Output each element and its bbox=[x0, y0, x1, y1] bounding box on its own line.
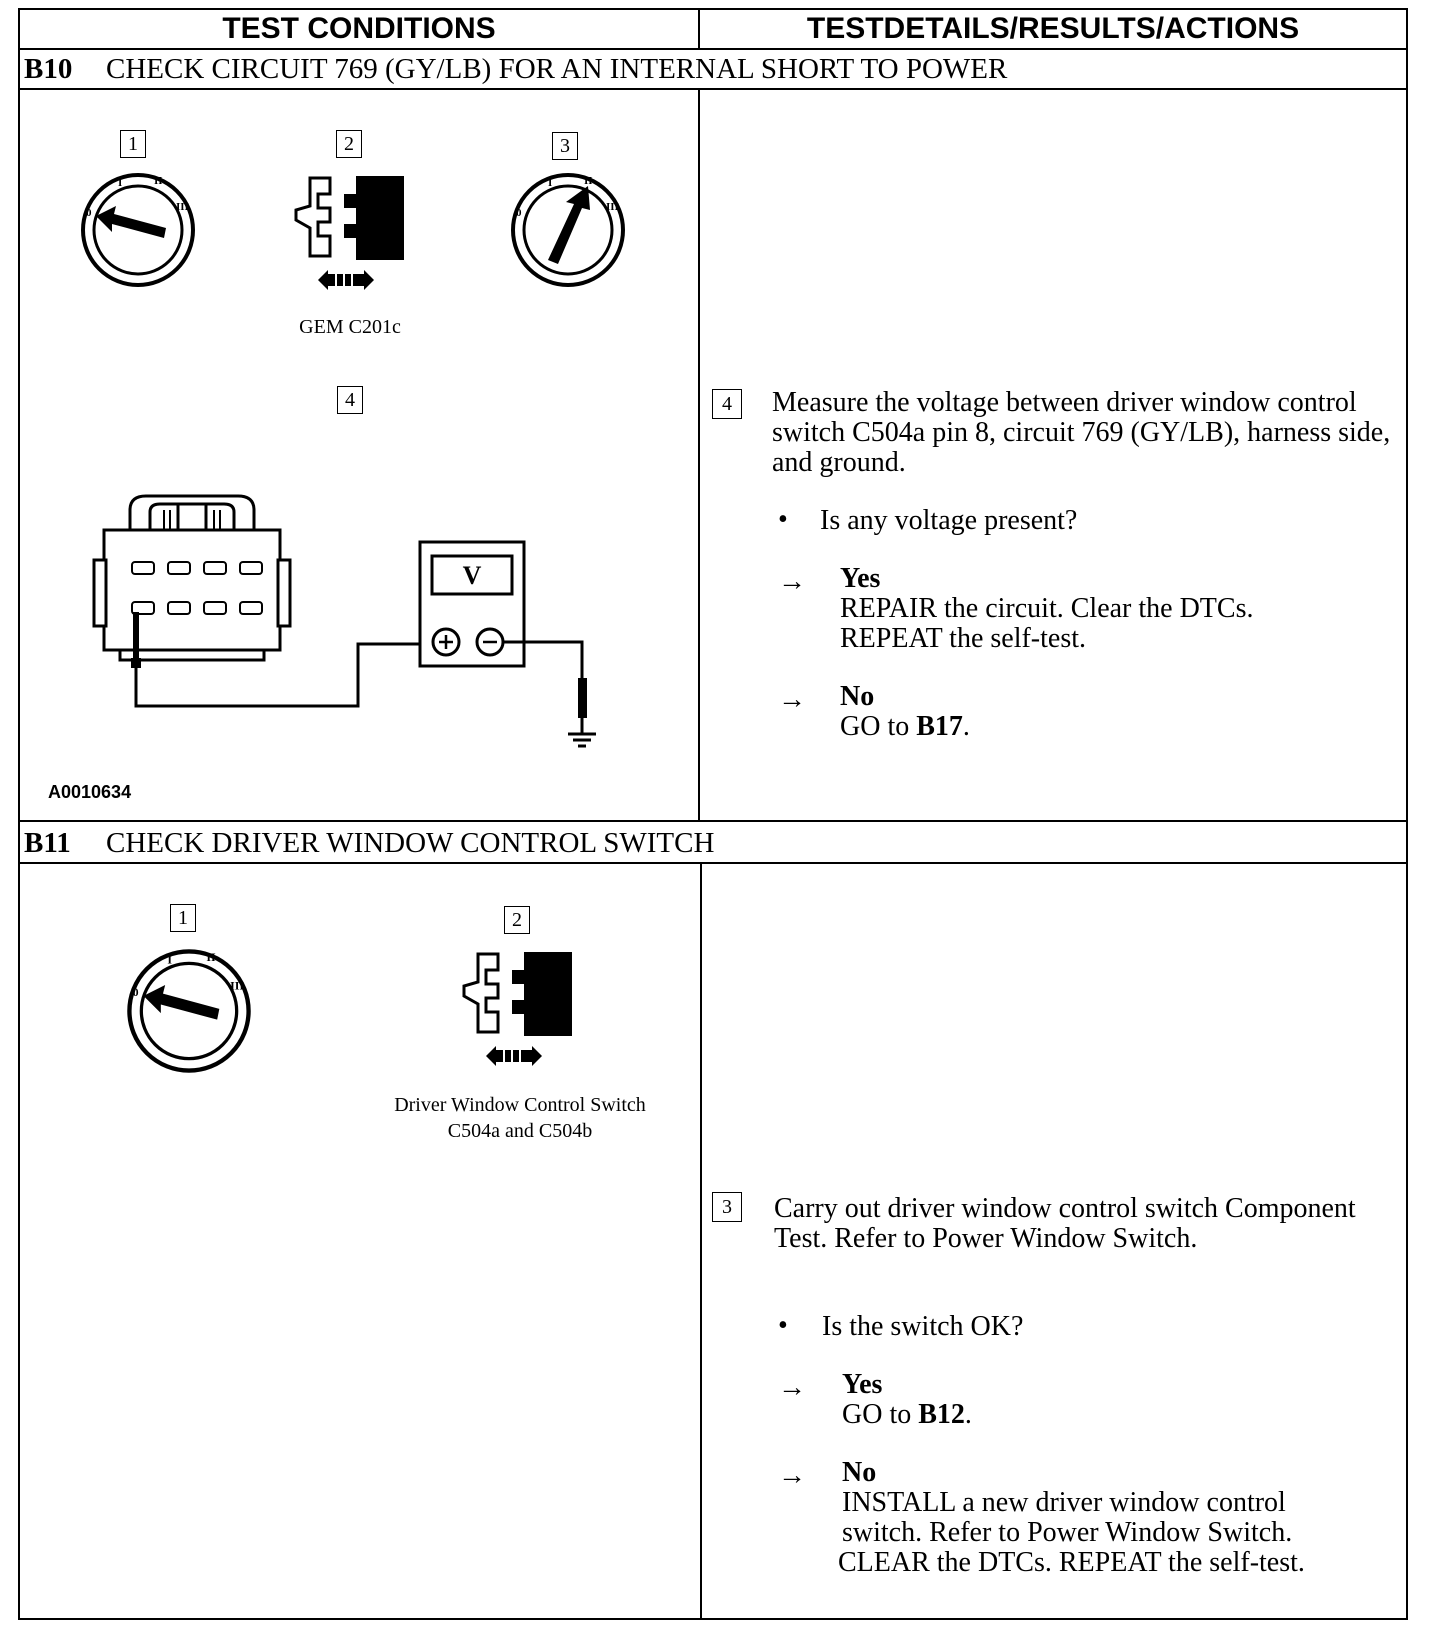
voltmeter-label: V bbox=[463, 561, 482, 590]
svg-text:0: 0 bbox=[86, 207, 92, 219]
svg-text:II: II bbox=[206, 950, 216, 964]
b10-detail-step-box: 4 bbox=[712, 389, 742, 419]
header-column-divider bbox=[698, 8, 700, 49]
b10-bullet: • bbox=[778, 504, 788, 535]
b11-yes-action-target: B12 bbox=[918, 1399, 965, 1430]
svg-text:I: I bbox=[118, 177, 122, 189]
b10-yes-label: Yes bbox=[840, 563, 881, 594]
ignition-off-icon: 0 I II III bbox=[81, 173, 195, 287]
b10-step-2-box: 2 bbox=[336, 130, 362, 158]
b10-yes-action-bold: REPAIR bbox=[840, 593, 938, 624]
b10-yes-action: REPAIR the circuit. Clear the DTCs. bbox=[840, 594, 1253, 624]
svg-text:III: III bbox=[230, 978, 244, 992]
b11-title: CHECK DRIVER WINDOW CONTROL SWITCH bbox=[106, 827, 715, 859]
b11-top-divider bbox=[18, 820, 1408, 822]
b11-ignition-off-icon: 0 I II III bbox=[127, 949, 251, 1073]
b10-instruction: Measure the voltage between driver windo… bbox=[772, 387, 1391, 478]
b11-question: Is the switch OK? bbox=[822, 1311, 1024, 1342]
b11-connector-caption-line1: Driver Window Control Switch bbox=[394, 1094, 646, 1116]
svg-text:II: II bbox=[154, 175, 163, 187]
b11-title-divider bbox=[18, 862, 1408, 864]
b10-no-action-target: B17 bbox=[916, 711, 963, 742]
b11-code: B11 bbox=[24, 827, 71, 859]
b11-connector-caption-line2: C504a and C504b bbox=[447, 1120, 593, 1142]
b10-no-action-suffix: . bbox=[962, 711, 970, 742]
header-test-details: TESTDETAILS/RESULTS/ACTIONS bbox=[806, 12, 1300, 45]
svg-text:II: II bbox=[584, 175, 593, 187]
b10-title-divider bbox=[18, 88, 1408, 90]
b10-no-action: GO to B17. bbox=[840, 712, 970, 742]
b10-title: CHECK CIRCUIT 769 (GY/LB) FOR AN INTERNA… bbox=[106, 53, 1008, 85]
b11-no-arrow-icon: → bbox=[778, 1460, 806, 1491]
b11-heading: B11 CHECK DRIVER WINDOW CONTROL SWITCH bbox=[24, 826, 714, 860]
b11-connector-disconnect-icon bbox=[462, 952, 572, 1066]
b10-no-label: No bbox=[840, 681, 875, 712]
connector-disconnect-icon bbox=[294, 176, 404, 290]
svg-text:III: III bbox=[606, 201, 619, 213]
b11-column-divider bbox=[700, 862, 702, 1620]
b11-detail-step-box: 3 bbox=[712, 1192, 742, 1222]
header-test-conditions: TEST CONDITIONS bbox=[222, 12, 496, 45]
svg-text:III: III bbox=[176, 201, 189, 213]
b10-yes-arrow-icon: → bbox=[778, 566, 806, 597]
b11-instruction: Carry out driver window control switch C… bbox=[774, 1193, 1356, 1254]
b11-no-action-line2: switch. Refer to Power Window Switch. bbox=[842, 1517, 1293, 1548]
b11-step-2-box: 2 bbox=[504, 906, 530, 934]
b10-heading: B10 CHECK CIRCUIT 769 (GY/LB) FOR AN INTE… bbox=[24, 52, 1007, 86]
b11-yes-arrow-icon: → bbox=[778, 1372, 806, 1403]
svg-text:0: 0 bbox=[516, 207, 522, 219]
b10-step-1-box: 1 bbox=[120, 130, 146, 158]
b10-connector-caption: GEM C201c bbox=[299, 316, 401, 338]
figure-id: A0010634 bbox=[48, 782, 132, 802]
b11-bullet: • bbox=[778, 1310, 788, 1341]
header-divider bbox=[18, 48, 1408, 50]
b11-no-action-line3: CLEAR the DTCs. REPEAT the self-test. bbox=[838, 1547, 1305, 1578]
svg-text:0: 0 bbox=[133, 985, 139, 999]
voltage-measurement-diagram: V bbox=[92, 494, 596, 748]
svg-text:I: I bbox=[167, 952, 172, 966]
b10-question: Is any voltage present? bbox=[820, 505, 1078, 536]
b11-yes-action-prefix: GO to bbox=[842, 1399, 919, 1430]
b10-no-action-prefix: GO to bbox=[840, 711, 917, 742]
svg-text:I: I bbox=[548, 177, 552, 189]
b11-yes-action: GO to B12. bbox=[842, 1400, 972, 1430]
ignition-run-icon: 0 I II III bbox=[511, 173, 625, 287]
procedure-table bbox=[18, 8, 1408, 1620]
b10-yes-action-rest: the circuit. Clear the DTCs. bbox=[937, 593, 1254, 624]
b10-no-arrow-icon: → bbox=[778, 684, 806, 715]
b10-step-4-box: 4 bbox=[337, 386, 363, 414]
b10-column-divider bbox=[698, 88, 700, 821]
b11-no-action-line1: INSTALL a new driver window control bbox=[842, 1487, 1286, 1518]
b10-yes-action-line2: REPEAT the self-test. bbox=[840, 623, 1087, 654]
b11-step-1-box: 1 bbox=[170, 904, 196, 932]
b10-code: B10 bbox=[24, 53, 73, 85]
b10-step-3-box: 3 bbox=[552, 132, 578, 160]
b11-yes-action-suffix: . bbox=[964, 1399, 972, 1430]
b11-no-label: No bbox=[842, 1457, 877, 1488]
b11-yes-label: Yes bbox=[842, 1369, 883, 1400]
